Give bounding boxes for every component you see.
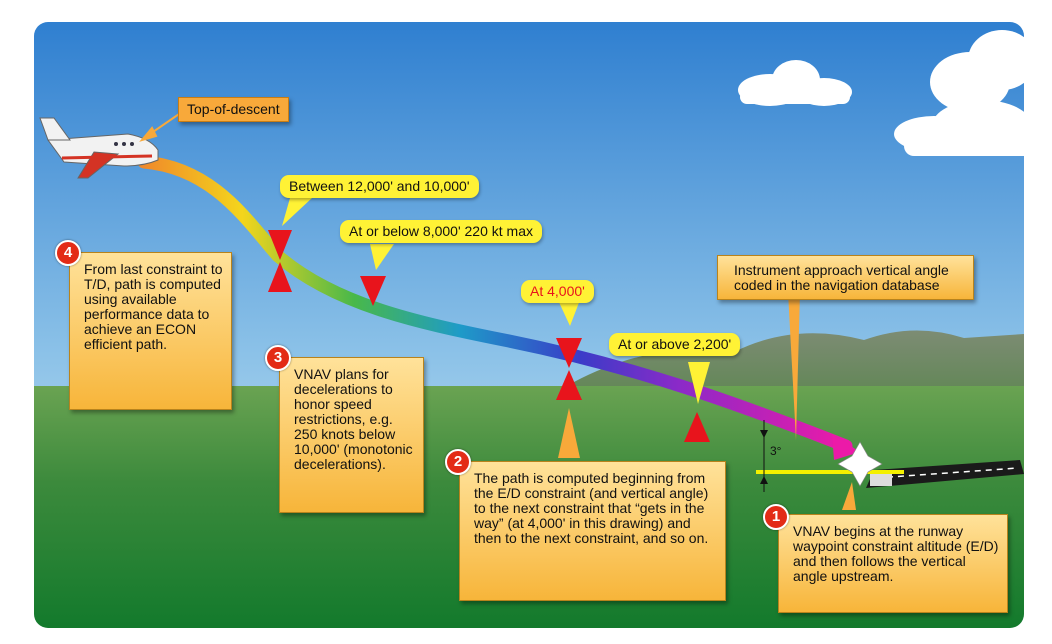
airplane — [39, 117, 159, 179]
top-of-descent-label: Top-of-descent — [178, 97, 289, 122]
angle-label: 3° — [770, 444, 782, 458]
note-2: The path is computed beginning from the … — [459, 461, 726, 601]
note-4-number: 4 — [55, 240, 81, 266]
note-1: VNAV begins at the runway waypoint const… — [778, 514, 1008, 613]
vertical-angle-label: Instrument approach vertical angle coded… — [717, 255, 974, 300]
constraint-marker-2 — [360, 276, 386, 306]
angle-arrow-top — [760, 430, 768, 438]
constraint-label-2200: At or above 2,200' — [609, 333, 741, 356]
callout-leaders — [139, 111, 183, 142]
descent-path — [137, 155, 853, 453]
note-2-number: 2 — [445, 449, 471, 475]
path-arrowhead — [832, 434, 860, 460]
angle-arrow-bottom — [760, 476, 768, 484]
yellow-pointers — [282, 198, 710, 404]
vnav-scene — [34, 22, 1024, 628]
note-1-number: 1 — [763, 504, 789, 530]
constraint-marker-3 — [556, 338, 582, 400]
constraint-marker-1 — [268, 230, 292, 292]
note-3-number: 3 — [265, 345, 291, 371]
note-4: From last constraint to T/D, path is com… — [69, 252, 232, 410]
note-3: VNAV plans for decelerations to honor sp… — [279, 357, 424, 513]
constraint-label-4000: At 4,000' — [521, 280, 594, 303]
constraint-markers — [268, 230, 710, 442]
cloud-left — [738, 60, 852, 106]
runway-waypoint-star — [837, 441, 883, 487]
cloud-right — [894, 30, 1024, 156]
orange-pointers — [558, 292, 856, 510]
diagram-frame: Top-of-descent Between 12,000' and 10,00… — [34, 22, 1024, 628]
constraint-label-12000-10000: Between 12,000' and 10,000' — [280, 175, 479, 198]
constraint-marker-4 — [684, 412, 710, 442]
constraint-label-8000: At or below 8,000' 220 kt max — [340, 220, 542, 243]
